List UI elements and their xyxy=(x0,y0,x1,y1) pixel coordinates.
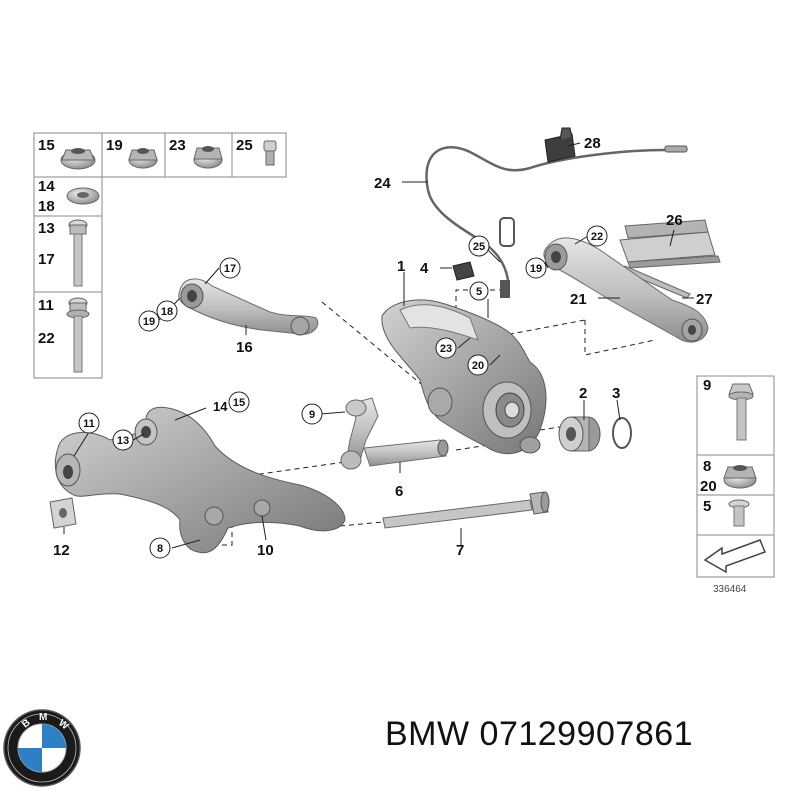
long-bolt-icon xyxy=(68,219,88,287)
callout-10: 10 xyxy=(257,542,274,559)
circled-callout-8: 8 xyxy=(149,537,171,559)
left-hardware-grid: 15 19 23 25 14 18 13 xyxy=(33,132,287,379)
callout-28: 28 xyxy=(584,135,601,152)
lower-control-arm xyxy=(54,406,346,554)
grid-label-9: 9 xyxy=(703,377,711,394)
circled-callout-22: 22 xyxy=(586,225,608,247)
callout-6: 6 xyxy=(395,483,403,500)
flange-bolt-icon xyxy=(66,297,90,373)
callout-26: 26 xyxy=(666,212,683,229)
cable-clip xyxy=(452,261,475,281)
callout-27: 27 xyxy=(696,291,713,308)
svg-text:5: 5 xyxy=(476,286,482,298)
flange-nut-icon-right xyxy=(723,465,757,489)
circled-callout-19-left: 19 xyxy=(138,310,160,332)
leader-lines xyxy=(63,142,694,549)
callout-16: 16 xyxy=(236,339,253,356)
wheel-carrier xyxy=(381,299,547,455)
grid-label-8: 8 xyxy=(703,458,711,475)
bmw-roundel-logo: B M W xyxy=(3,709,81,787)
circled-callout-5: 5 xyxy=(469,281,489,301)
svg-text:11: 11 xyxy=(83,418,95,430)
guide-shaft xyxy=(363,439,449,467)
upper-control-arm-left xyxy=(178,278,319,336)
grid-label-25: 25 xyxy=(236,137,253,154)
grid-label-14: 14 xyxy=(38,178,55,195)
mounting-bracket xyxy=(49,497,77,529)
circled-callout-19-right: 19 xyxy=(525,257,547,279)
svg-text:18: 18 xyxy=(161,306,173,318)
svg-text:19: 19 xyxy=(143,316,155,328)
svg-text:17: 17 xyxy=(224,263,236,275)
circled-callout-18: 18 xyxy=(156,300,178,322)
svg-text:15: 15 xyxy=(233,397,245,409)
callout-2: 2 xyxy=(579,385,587,402)
washer-icon xyxy=(66,187,100,205)
svg-text:22: 22 xyxy=(591,231,603,243)
callout-24: 24 xyxy=(374,175,391,192)
grid-label-13: 13 xyxy=(38,220,55,237)
long-hex-bolt xyxy=(382,491,550,529)
circled-callout-25: 25 xyxy=(468,235,490,257)
svg-text:25: 25 xyxy=(473,241,485,253)
diagram-id: 336464 xyxy=(713,584,747,595)
callout-14: 14 xyxy=(213,399,228,414)
grid-label-11: 11 xyxy=(38,297,54,314)
svg-text:20: 20 xyxy=(472,360,484,372)
upper-control-arm-right xyxy=(543,237,709,343)
svg-text:19: 19 xyxy=(530,263,542,275)
sensor-connector xyxy=(544,127,576,163)
rubber-bushing xyxy=(558,416,601,452)
grid-label-18: 18 xyxy=(38,198,55,215)
callout-1: 1 xyxy=(397,258,405,275)
socket-bolt-icon xyxy=(263,140,277,166)
circled-callout-23: 23 xyxy=(435,337,457,359)
grid-label-5: 5 xyxy=(703,498,711,515)
circled-callout-13: 13 xyxy=(112,429,134,451)
callout-4: 4 xyxy=(420,260,429,277)
grid-label-17: 17 xyxy=(38,251,55,268)
direction-arrow-icon xyxy=(703,539,766,574)
circled-callout-9: 9 xyxy=(301,403,323,425)
collar-nut-icon xyxy=(193,146,223,169)
grid-label-22: 22 xyxy=(38,330,55,347)
hex-bolt-icon xyxy=(728,383,754,441)
right-hardware-grid: 9 8 20 5 336464 xyxy=(696,375,775,595)
svg-text:13: 13 xyxy=(117,435,129,447)
part-number: 07129907861 xyxy=(479,715,694,753)
grid-label-20: 20 xyxy=(700,478,717,495)
svg-text:9: 9 xyxy=(309,409,315,421)
circled-callout-15: 15 xyxy=(228,391,250,413)
callout-7: 7 xyxy=(456,542,464,559)
toe-link xyxy=(340,397,379,470)
part-caption: BMW 07129907861 xyxy=(385,715,693,754)
brand-name: BMW xyxy=(385,715,470,753)
flange-nut-icon xyxy=(60,148,96,170)
circled-callout-20: 20 xyxy=(467,354,489,376)
circled-callout-17: 17 xyxy=(219,257,241,279)
callouts: 1 2 3 4 6 7 10 12 16 21 24 26 27 28 14 5… xyxy=(53,135,713,559)
circlip-ring xyxy=(612,417,632,449)
circled-callout-11: 11 xyxy=(78,412,100,434)
sensor-bracket xyxy=(619,219,721,269)
callout-12: 12 xyxy=(53,542,70,559)
svg-text:M: M xyxy=(39,712,47,723)
short-bolt-icon xyxy=(728,499,750,527)
hex-nut-icon xyxy=(128,148,158,169)
callout-3: 3 xyxy=(612,385,620,402)
callout-21: 21 xyxy=(570,291,587,308)
svg-text:8: 8 xyxy=(157,543,163,555)
svg-text:23: 23 xyxy=(440,343,452,355)
grid-label-23: 23 xyxy=(169,137,186,154)
grid-label-15: 15 xyxy=(38,137,55,154)
grid-label-19: 19 xyxy=(106,137,123,154)
